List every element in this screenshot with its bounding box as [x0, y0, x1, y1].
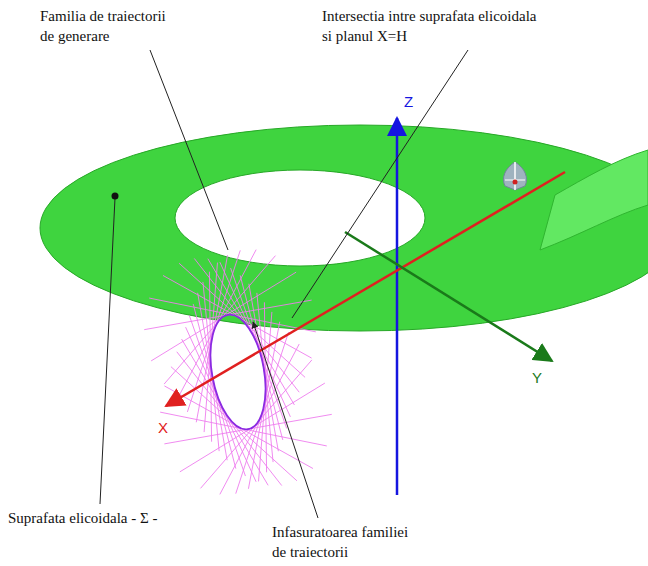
- leader-line: [150, 50, 228, 250]
- helical-band: [40, 125, 648, 331]
- axis-label: X: [158, 418, 168, 438]
- callout-label: Familia de traiectorii de generare: [40, 6, 176, 46]
- leader-line: [292, 50, 468, 318]
- intersection-ellipse: [202, 310, 273, 433]
- axis-label: Z: [404, 92, 413, 112]
- callout-label: Intersectia intre suprafata elicoidala s…: [322, 6, 544, 46]
- axis-label: Y: [532, 368, 542, 388]
- callout-label: Infasuratoarea familiei de traiectorii: [272, 522, 422, 562]
- leader-line: [253, 322, 318, 518]
- helical-band-overlap: [540, 150, 648, 250]
- tool-icon: [503, 162, 526, 190]
- z-axis: [396, 118, 399, 495]
- trajectory-family: [144, 250, 332, 495]
- leader-line: [100, 198, 115, 504]
- y-axis: [345, 232, 552, 361]
- x-axis: [166, 172, 565, 406]
- callout-label: Suprafata elicoidala - Σ -: [8, 508, 158, 528]
- leader-dot: [112, 193, 119, 200]
